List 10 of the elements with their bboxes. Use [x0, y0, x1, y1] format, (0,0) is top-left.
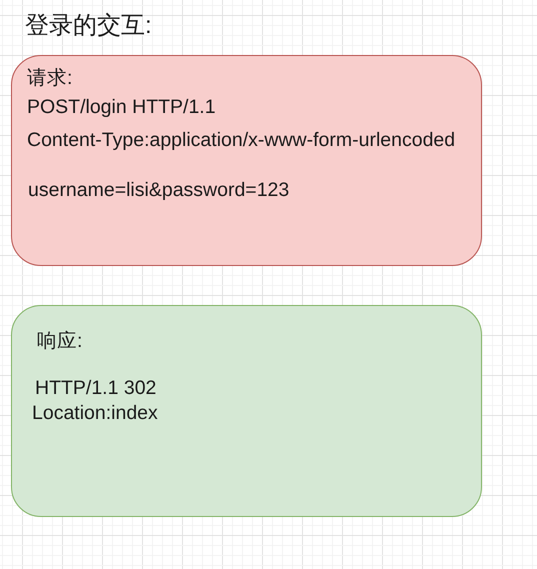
text-line: HTTP/1.1 302 [35, 376, 156, 400]
section-heading: 响应: [37, 330, 82, 352]
title: 登录的交互: [25, 12, 152, 40]
text-line: Content-Type:application/x-www-form-urlencoded [27, 128, 456, 152]
text-line: Location:index [32, 402, 158, 424]
rounded-box [11, 305, 482, 517]
section-heading: 请求: [27, 66, 72, 90]
text-line: username=lisi&password=123 [28, 178, 290, 202]
text-line: POST/login HTTP/1.1 [27, 96, 216, 118]
rounded-box [11, 55, 482, 266]
